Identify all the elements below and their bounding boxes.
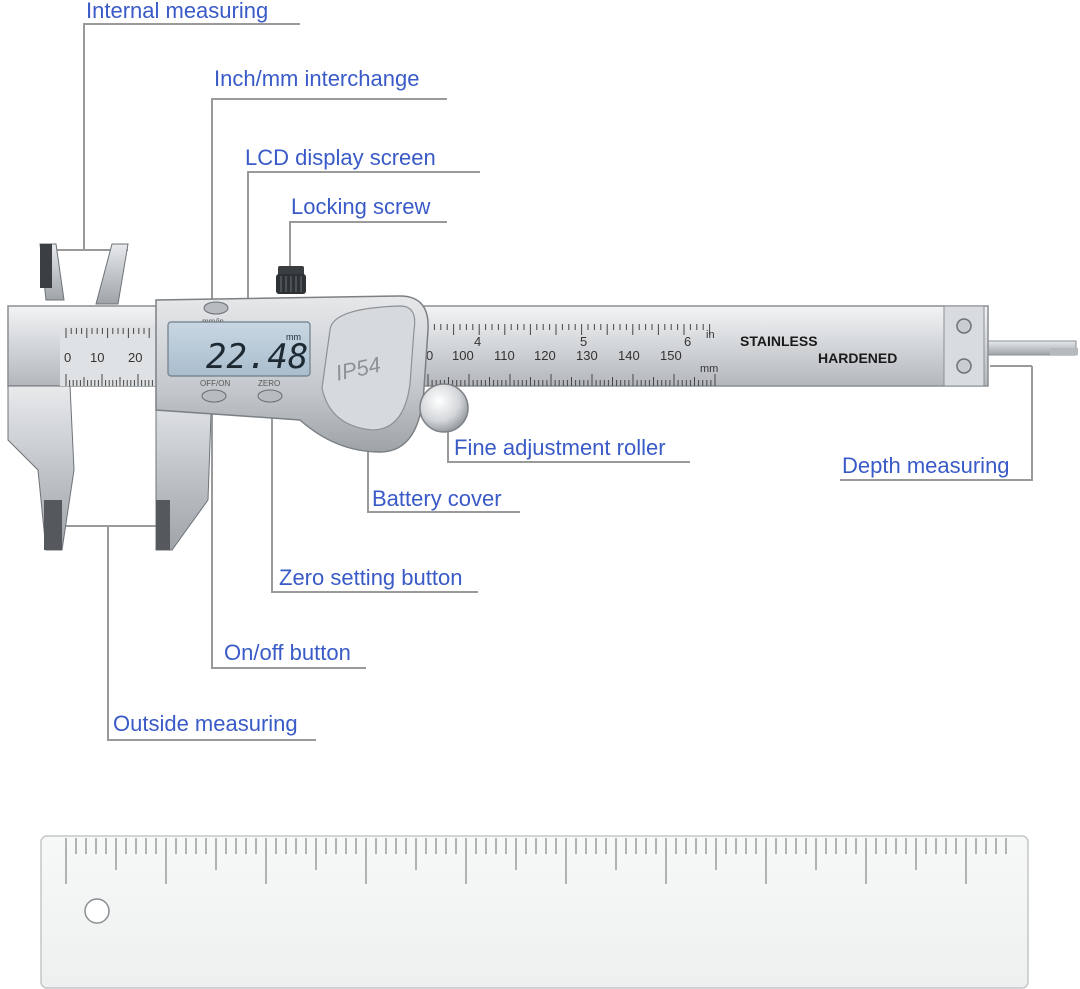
mm-label-10: 10 xyxy=(90,350,104,365)
ruler-hole xyxy=(84,898,110,924)
end-screw-top xyxy=(956,318,972,334)
left-scale-ticks xyxy=(65,328,153,386)
label-on-off-button: On/off button xyxy=(224,640,351,665)
beam-end-cap xyxy=(943,305,985,387)
slider-outside-jaw-edge xyxy=(156,500,170,550)
label-outside-measuring: Outside measuring xyxy=(113,711,298,736)
zero-button[interactable] xyxy=(257,389,283,403)
leader-locking-screw xyxy=(289,221,447,266)
leader-lcd-display xyxy=(247,171,480,340)
leader-outside-measuring xyxy=(107,526,316,741)
end-screw-bottom xyxy=(956,358,972,374)
beam-text-hardened: HARDENED xyxy=(818,350,897,366)
mm-label-140: 140 xyxy=(618,348,640,363)
fixed-outside-jaw xyxy=(7,385,75,551)
depth-rod-tip xyxy=(1050,348,1078,355)
leader-inch-mm xyxy=(211,98,447,300)
label-lcd-display-screen: LCD display screen xyxy=(245,145,436,170)
inch-label-5: 5 xyxy=(580,334,587,349)
label-depth-measuring: Depth measuring xyxy=(842,453,1010,478)
mm-label-130: 130 xyxy=(576,348,598,363)
fixed-outside-jaw-edge xyxy=(44,500,62,550)
beam-text-stainless: STAINLESS xyxy=(740,333,818,349)
ruler-ticks xyxy=(65,838,1007,884)
fixed-internal-jaw-shadow xyxy=(40,244,52,288)
lcd-display xyxy=(167,321,311,377)
ruler-body xyxy=(40,835,1029,989)
on-off-button[interactable] xyxy=(201,389,227,403)
zero-label: ZERO xyxy=(258,379,280,388)
slider-internal-jaw xyxy=(95,243,129,305)
label-locking-screw: Locking screw xyxy=(291,194,431,219)
mm-label-120: 120 xyxy=(534,348,556,363)
mm-label-0: 0 xyxy=(64,350,71,365)
inch-label-6: 6 xyxy=(684,334,691,349)
mm-label-90: 0 xyxy=(426,348,433,363)
mm-in-button[interactable] xyxy=(203,301,229,315)
caliper: 0 10 20 0 100 110 120 130 140 150 4 5 6 … xyxy=(7,243,1078,551)
mm-label-150: 150 xyxy=(660,348,682,363)
leader-on-off xyxy=(211,402,366,669)
label-battery-cover: Battery cover xyxy=(372,486,502,511)
leader-depth-measuring xyxy=(840,366,1033,481)
leader-zero-button xyxy=(271,402,478,593)
unit-in: in xyxy=(706,329,715,341)
fine-adjustment-roller[interactable] xyxy=(419,383,469,433)
on-off-label: OFF/ON xyxy=(200,379,230,388)
mm-label-20: 20 xyxy=(128,350,142,365)
lcd-reading: 22.48 xyxy=(206,337,308,377)
label-fine-adjustment-roller: Fine adjustment roller xyxy=(454,435,666,460)
unit-mm: mm xyxy=(700,363,718,375)
lcd-unit: mm xyxy=(286,332,301,342)
mm-label-110: 110 xyxy=(494,348,515,363)
label-internal-measuring: Internal measuring xyxy=(86,0,269,23)
ruler xyxy=(40,835,1029,989)
inch-label-4: 4 xyxy=(474,334,481,349)
label-inch-mm-interchange: Inch/mm interchange xyxy=(214,66,420,91)
label-zero-setting-button: Zero setting button xyxy=(279,565,463,590)
locking-screw-cap[interactable] xyxy=(278,266,304,276)
leader-internal-measuring xyxy=(83,23,300,250)
battery-cover[interactable] xyxy=(321,305,416,431)
mm-label-100: 100 xyxy=(452,348,474,363)
